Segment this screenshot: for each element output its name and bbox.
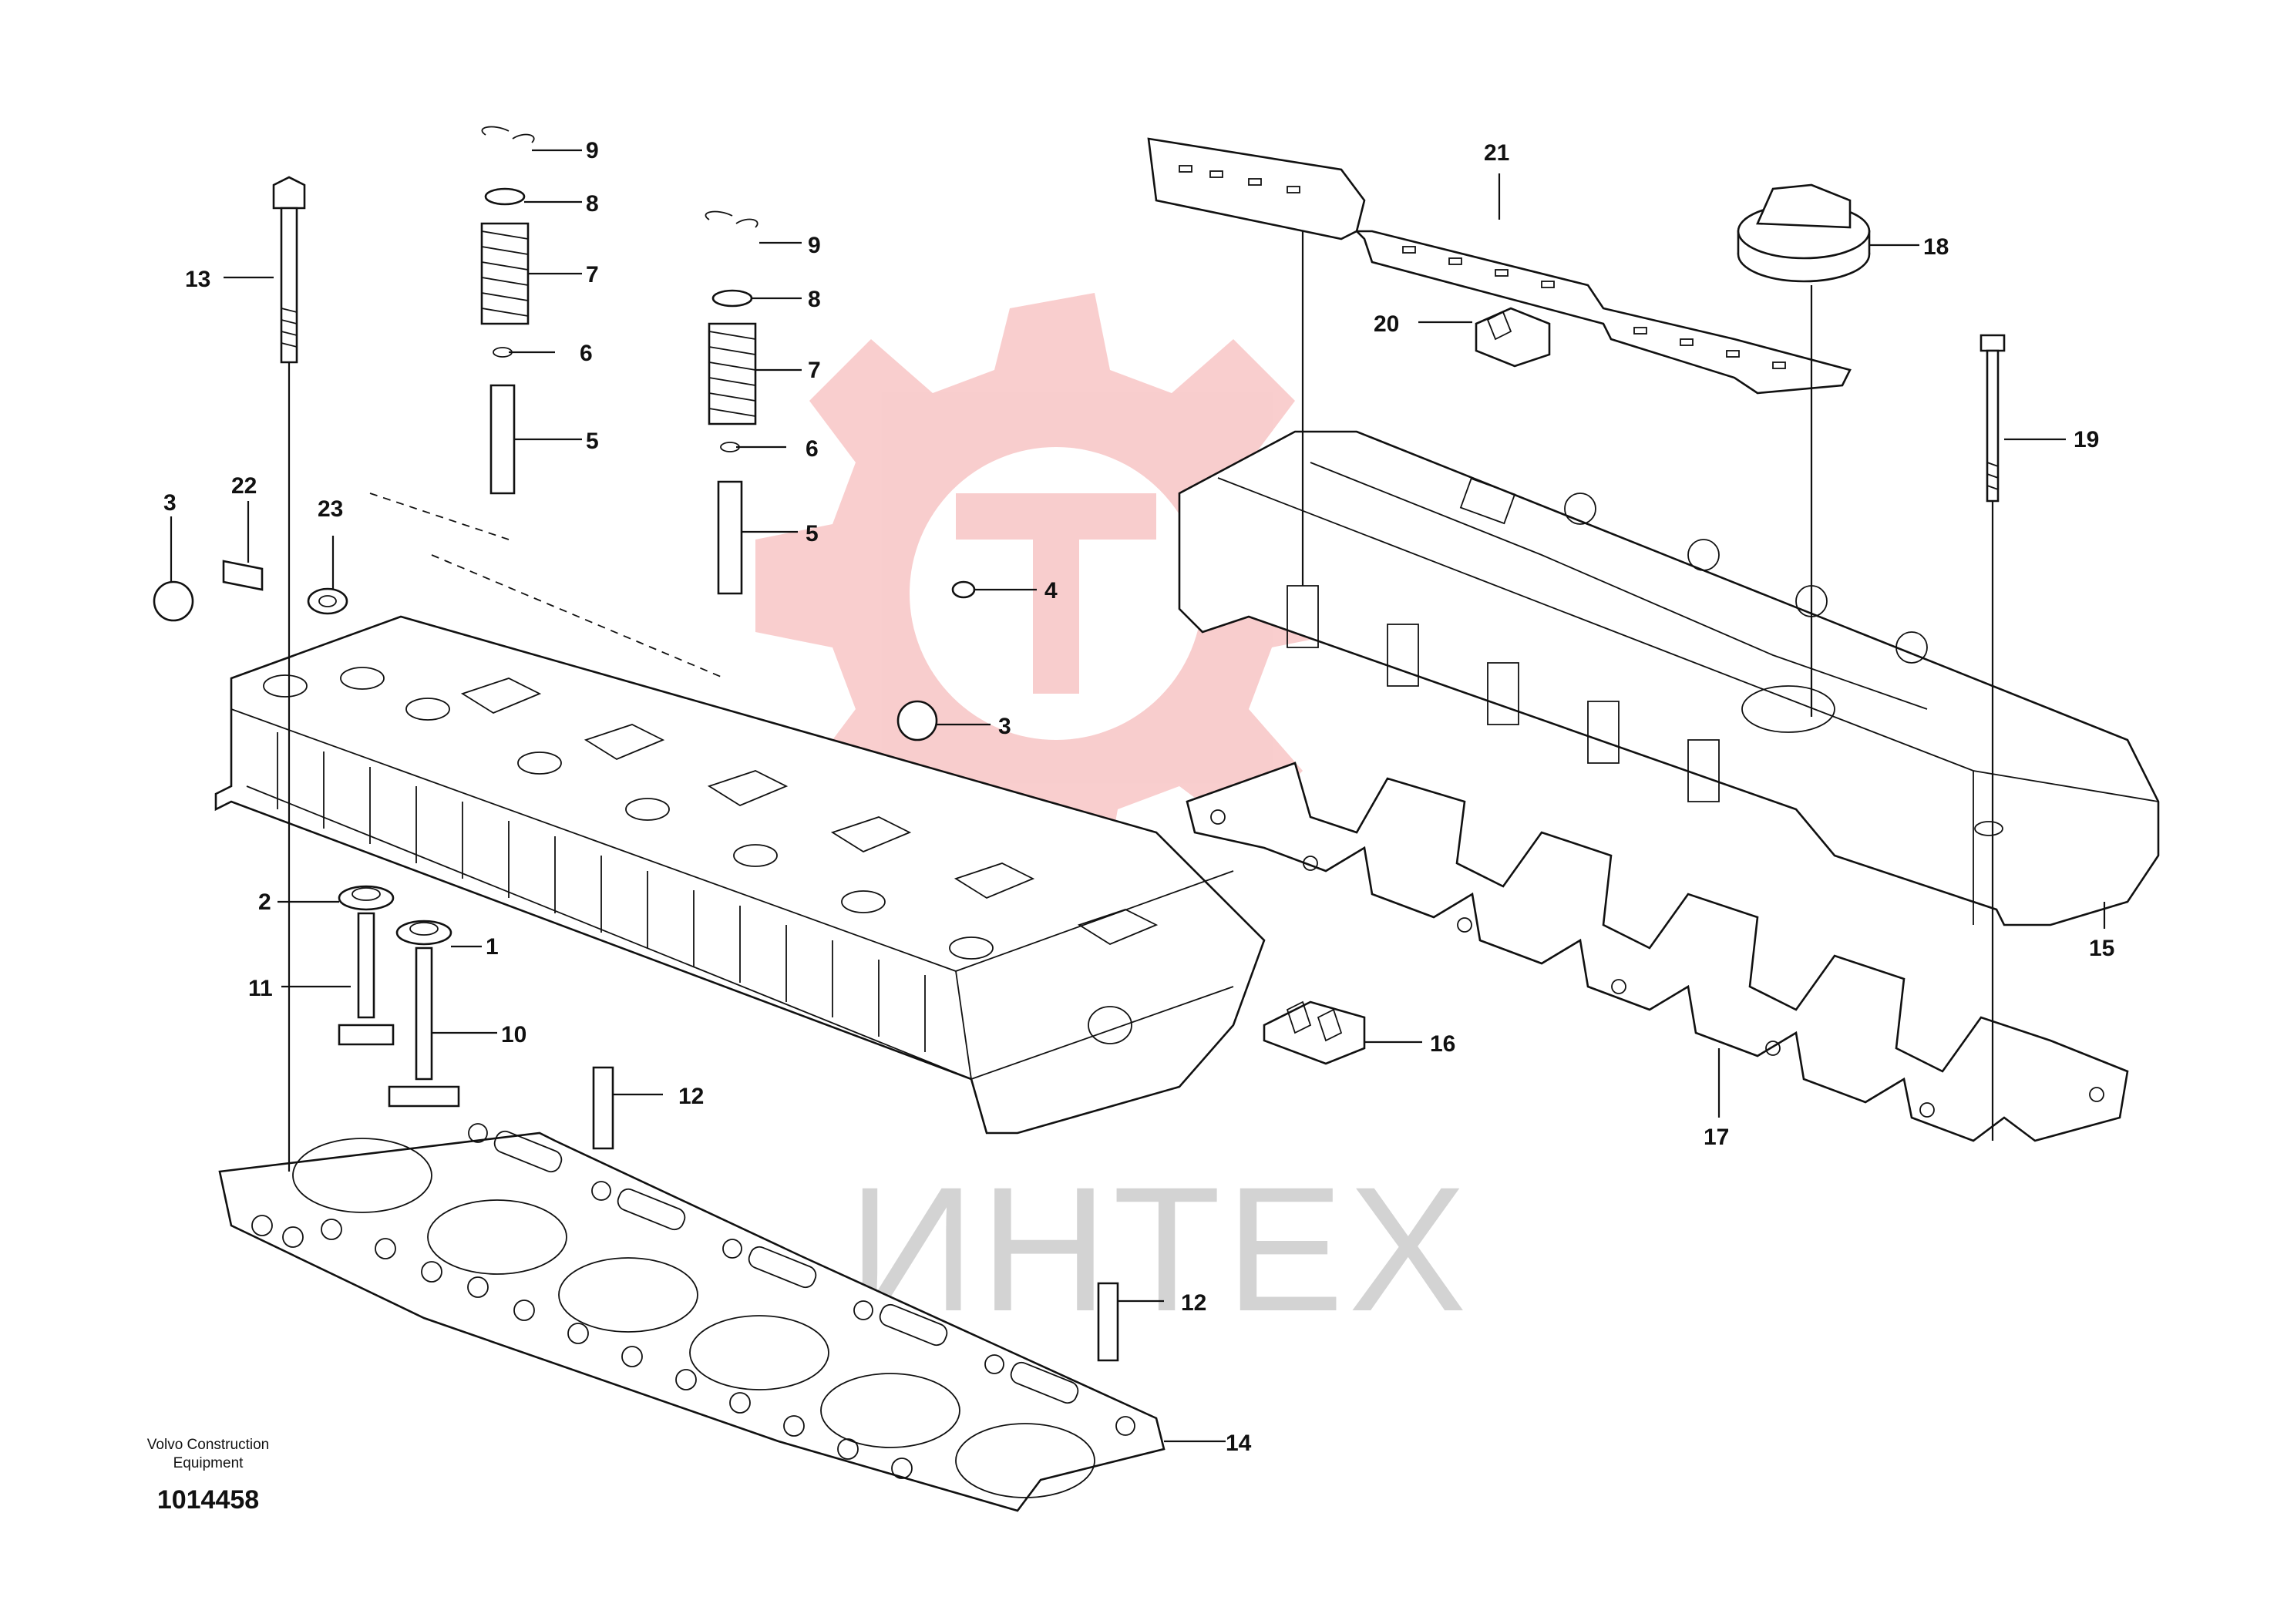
footer: Volvo Construction Equipment 1014458 <box>147 1437 269 1515</box>
company-name-line2: Equipment <box>173 1455 244 1471</box>
callout-12a: 12 <box>678 1084 704 1109</box>
callout-17: 17 <box>1704 1125 1729 1150</box>
cover-bolt-19 <box>1980 334 2006 503</box>
callout-8a: 8 <box>586 191 599 217</box>
company-name-line1: Volvo Construction <box>147 1437 269 1453</box>
valve-cover <box>1178 430 2160 926</box>
callout-7a: 7 <box>586 262 599 287</box>
valve-seal-1 <box>395 920 452 946</box>
callout-16: 16 <box>1430 1031 1455 1057</box>
dowel-pin-12-upper <box>592 1066 614 1150</box>
callout-11: 11 <box>248 976 273 1001</box>
dowel-pin-12-lower <box>1097 1282 1119 1362</box>
valve-seal-2 <box>338 885 395 911</box>
valve-cover-gasket <box>1186 762 2129 1142</box>
document-number: 1014458 <box>157 1485 259 1515</box>
sensor-bracket-20 <box>1475 307 1551 368</box>
callout-21: 21 <box>1484 140 1509 166</box>
callout-10: 10 <box>501 1022 526 1047</box>
cylinder-head-gasket <box>218 1123 1166 1512</box>
callout-7b: 7 <box>808 358 821 383</box>
callout-9a: 9 <box>586 138 599 163</box>
callout-14: 14 <box>1226 1431 1252 1456</box>
valve-stack-left <box>480 126 535 495</box>
leader-lines <box>170 149 2106 1443</box>
intake-valve-11 <box>338 912 395 1046</box>
callout-labels: 1 2 3 3 4 5 5 6 6 7 7 8 8 9 9 10 11 12 1… <box>163 138 2114 1456</box>
callout-4: 4 <box>1044 578 1058 604</box>
callout-5a: 5 <box>586 429 599 454</box>
oil-filler-cap <box>1737 183 1871 283</box>
callout-12b: 12 <box>1181 1290 1206 1316</box>
valve-stack-right <box>705 210 758 595</box>
callout-22: 22 <box>231 473 257 499</box>
callout-19: 19 <box>2074 427 2099 452</box>
plug-3-left <box>153 580 194 622</box>
callout-5b: 5 <box>806 521 819 546</box>
plug-22 <box>222 560 264 591</box>
head-bolt-13 <box>272 176 306 364</box>
watermark-gear-logo <box>755 293 1357 894</box>
callout-8b: 8 <box>808 287 821 312</box>
callout-6a: 6 <box>580 341 593 366</box>
exhaust-valve-10 <box>388 946 460 1108</box>
callout-20: 20 <box>1374 311 1399 337</box>
sleeve-4 <box>951 580 976 599</box>
callout-15: 15 <box>2089 936 2114 961</box>
callout-3b: 3 <box>998 714 1011 739</box>
sensor-block-16 <box>1263 1000 1366 1065</box>
callout-18: 18 <box>1923 234 1949 260</box>
plug-3-right <box>896 700 938 741</box>
cylinder-head <box>214 615 1266 1135</box>
callout-2: 2 <box>258 889 271 915</box>
watermark-text: ИНТЕХ <box>848 1150 1472 1348</box>
callout-9b: 9 <box>808 233 821 258</box>
callout-1: 1 <box>486 934 499 960</box>
washer-23 <box>307 587 348 615</box>
callout-13: 13 <box>185 267 210 292</box>
callout-23: 23 <box>318 496 343 522</box>
cover-plate <box>1147 137 1852 395</box>
callout-3a: 3 <box>163 490 177 516</box>
callout-6b: 6 <box>806 436 819 462</box>
